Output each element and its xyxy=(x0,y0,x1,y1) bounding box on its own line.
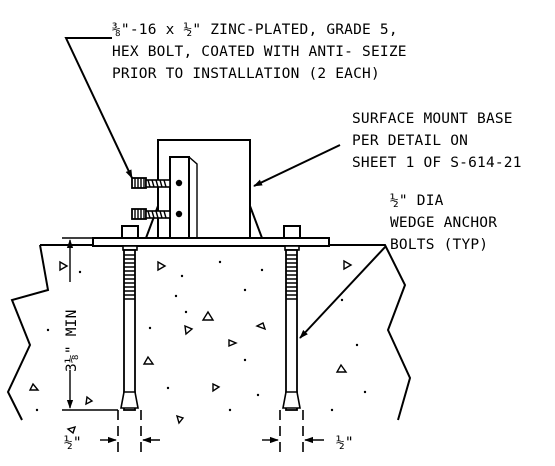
embed-depth-label: 3⅛" MIN xyxy=(64,309,80,372)
edge-dimension-right: ½" xyxy=(262,435,354,451)
anchor-callout: ½" DIA WEDGE ANCHOR BOLTS (TYP) xyxy=(390,193,497,253)
edge-dimension-left: ½" xyxy=(64,435,160,451)
bolt-callout: ⅜"-16 x ½" ZINC-PLATED, GRADE 5, HEX BOL… xyxy=(112,22,407,82)
base-plate xyxy=(92,237,330,247)
wedge-anchor-right xyxy=(279,225,304,456)
hex-bolt xyxy=(131,177,171,189)
anchor-callout-line-3: BOLTS (TYP) xyxy=(390,237,488,253)
aggregate-marks xyxy=(28,259,353,435)
left-edge-distance-label: ½" xyxy=(64,435,82,451)
base-callout: SURFACE MOUNT BASE PER DETAIL ON SHEET 1… xyxy=(352,111,522,171)
wedge-anchor-left xyxy=(117,225,142,456)
aggregate-dots xyxy=(35,260,367,412)
base-callout-line-2: PER DETAIL ON xyxy=(352,133,468,149)
gusset-plate xyxy=(169,156,190,239)
bolt-callout-line-3: PRIOR TO INSTALLATION (2 EACH) xyxy=(112,66,380,82)
bolt-callout-line-2: HEX BOLT, COATED WITH ANTI- SEIZE xyxy=(112,44,407,60)
bolt-callout-line-1: ⅜"-16 x ½" ZINC-PLATED, GRADE 5, xyxy=(112,22,398,38)
hex-bolt xyxy=(131,208,171,220)
base-callout-line-3: SHEET 1 OF S-614-21 xyxy=(352,155,522,171)
base-callout-line-1: SURFACE MOUNT BASE xyxy=(352,111,513,127)
surface-mount-base xyxy=(92,139,330,247)
right-edge-distance-label: ½" xyxy=(336,435,354,451)
anchor-callout-line-2: WEDGE ANCHOR xyxy=(390,215,497,231)
leader-lines xyxy=(64,37,387,339)
embed-depth-dimension: 3⅛" MIN xyxy=(62,237,118,411)
anchor-callout-line-1: ½" DIA xyxy=(390,193,444,209)
